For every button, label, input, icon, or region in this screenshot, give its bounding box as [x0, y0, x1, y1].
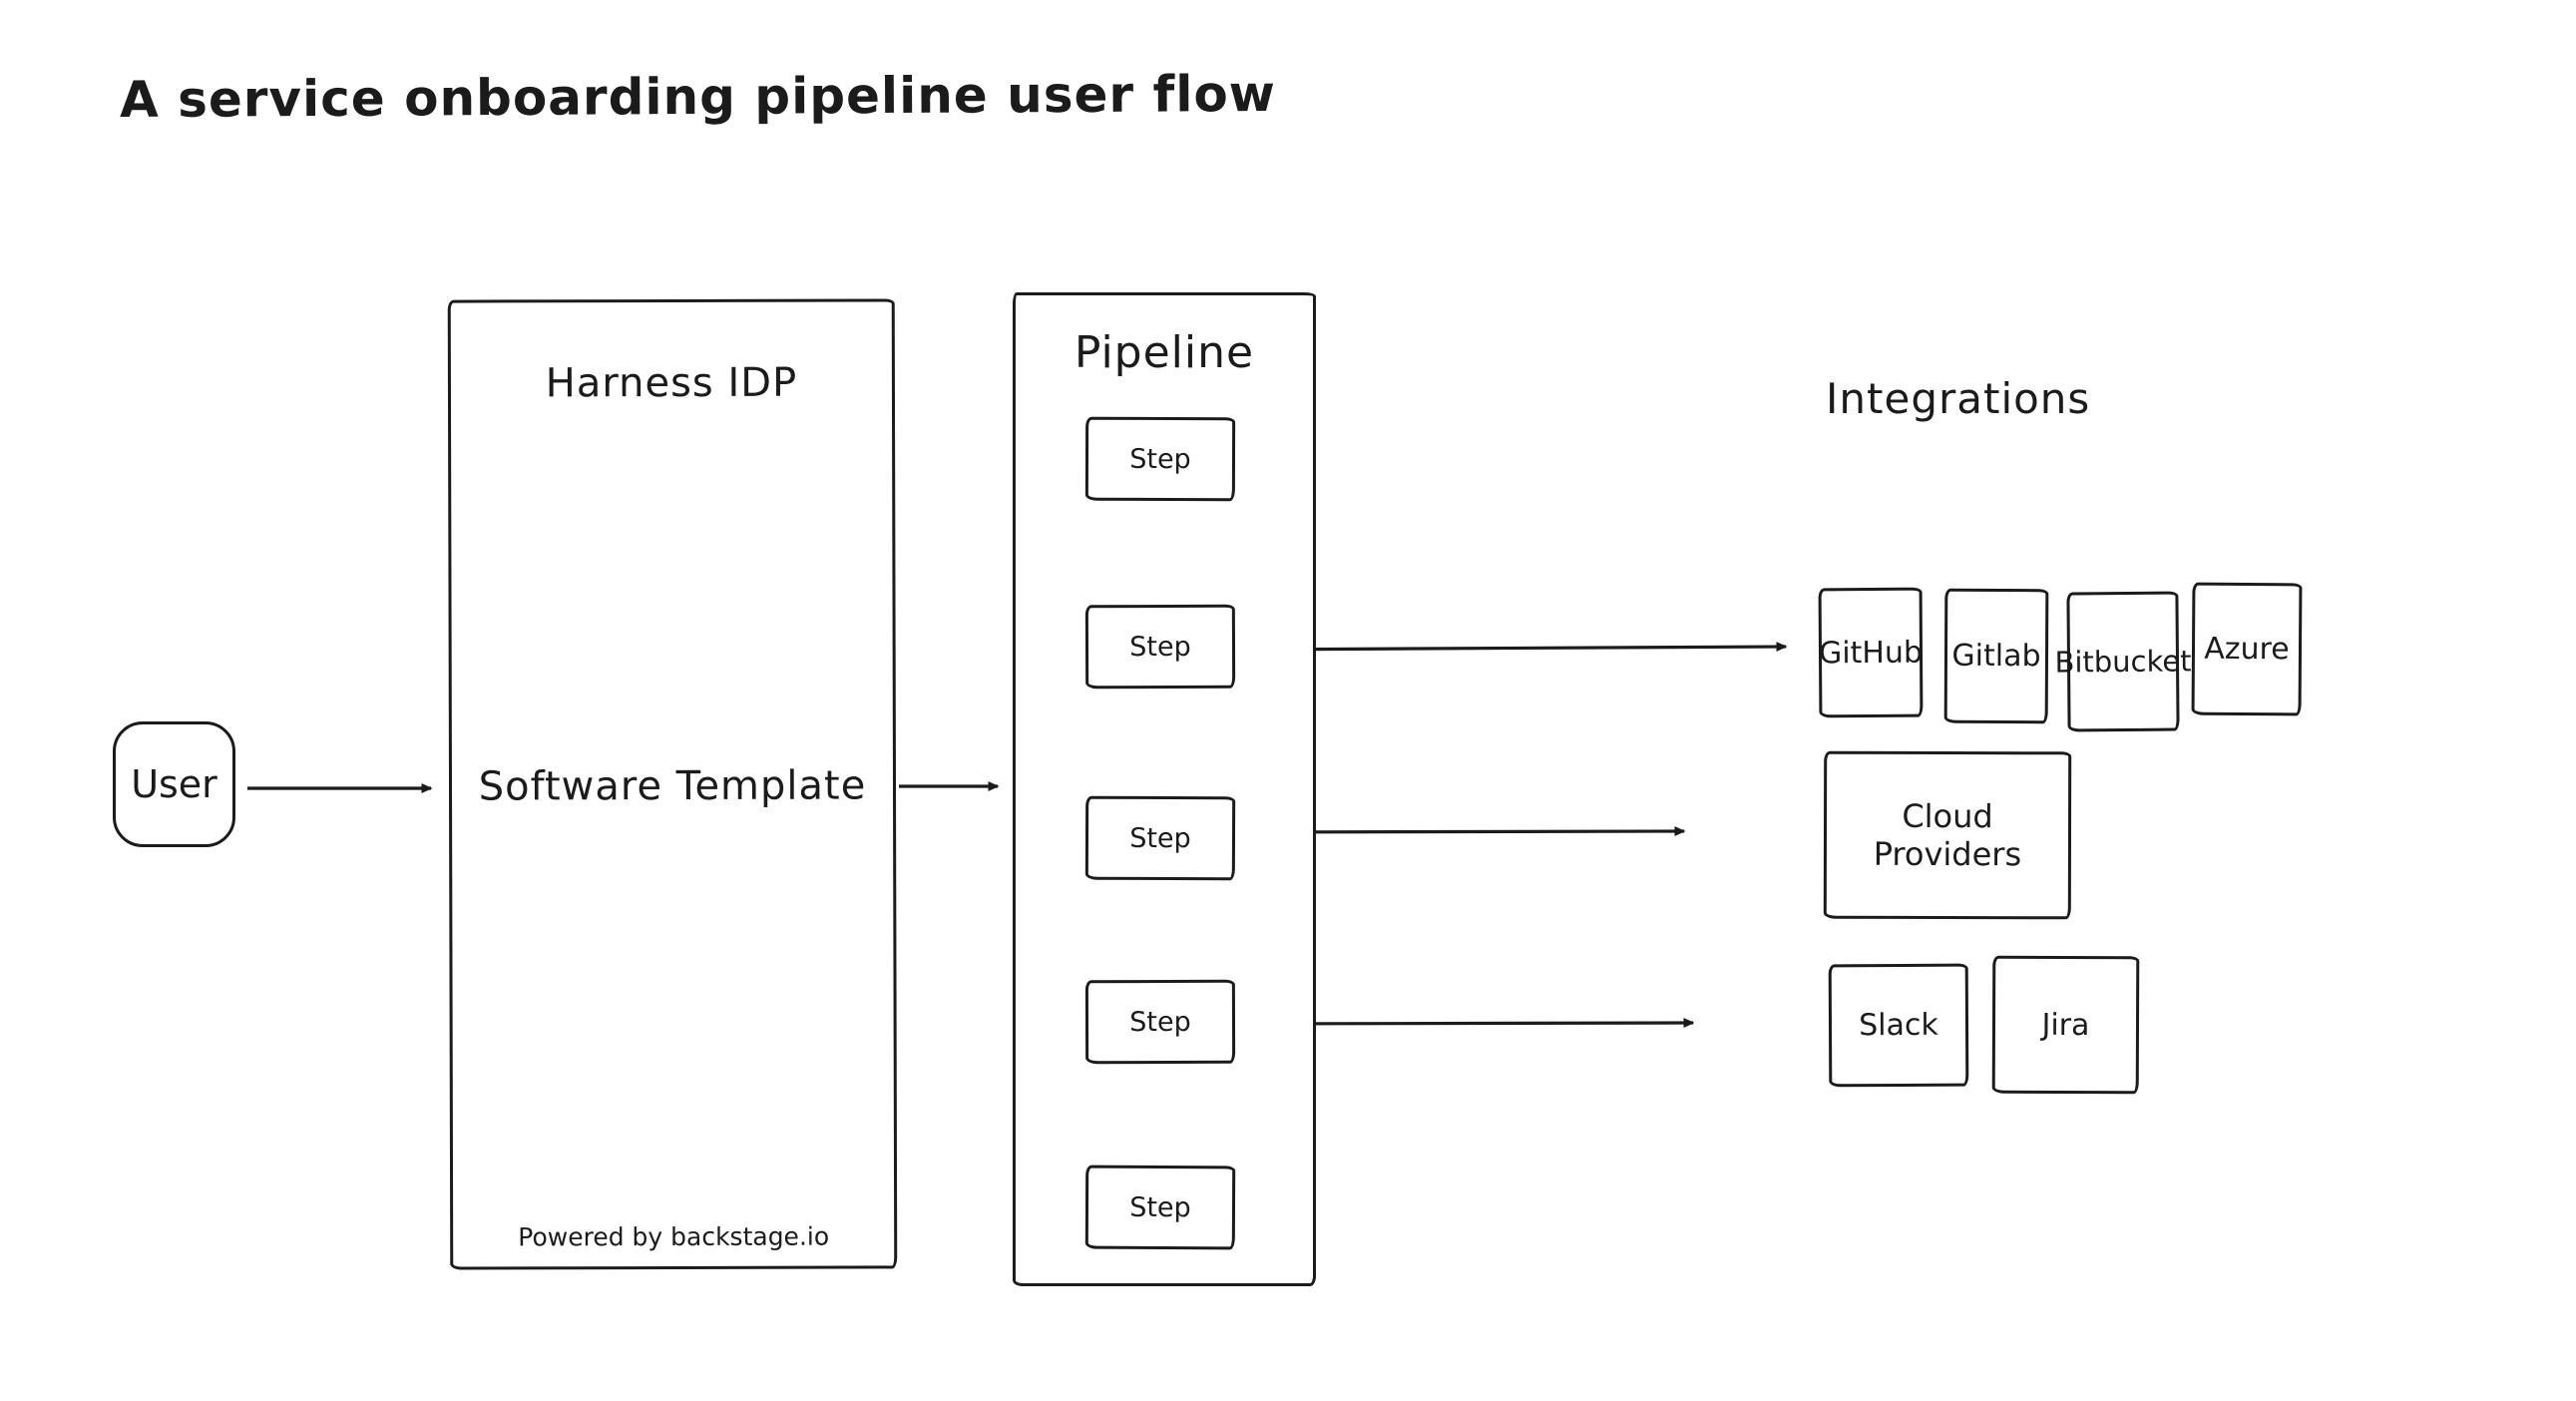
node-user-label: User [131, 762, 217, 806]
integration-slack-label: Slack [1859, 1007, 1938, 1044]
pipeline-step-4: Step [1084, 979, 1236, 1065]
pipeline-step-3: Step [1084, 795, 1236, 881]
pipeline-step-3-label: Step [1129, 822, 1191, 854]
integration-bitbucket: Bitbucket [2054, 591, 2192, 732]
pipeline-step-2: Step [1084, 604, 1236, 690]
integration-jira: Jira [1991, 955, 2140, 1095]
integration-slack: Slack [1828, 963, 1969, 1088]
integration-github-label: GitHub [1818, 635, 1924, 671]
diagram-title: A service onboarding pipeline user flow [119, 64, 1277, 130]
arrow-step2-to-git-row [1237, 642, 1788, 653]
integration-azure: Azure [2191, 582, 2303, 716]
software-template-label: Software Template [478, 762, 867, 810]
pipeline-step-1-label: Step [1129, 443, 1191, 475]
integration-gitlab: Gitlab [1943, 588, 2049, 724]
integration-azure-label: Azure [2204, 631, 2290, 668]
integration-cloud-providers: Cloud Providers [1823, 750, 2072, 920]
node-user: User [113, 721, 235, 847]
integration-bitbucket-label: Bitbucket [2054, 644, 2192, 680]
integration-jira-label: Jira [2041, 1007, 2090, 1043]
integration-gitlab-label: Gitlab [1951, 638, 2041, 675]
pipeline-step-5-label: Step [1129, 1191, 1191, 1223]
pipeline-step-2-label: Step [1129, 631, 1191, 663]
harness-idp-title: Harness IDP [545, 359, 798, 407]
pipeline-step-5: Step [1084, 1165, 1236, 1250]
node-harness-idp: Harness IDP Software Template Powered by… [447, 298, 898, 1270]
pipeline-step-4-label: Step [1129, 1006, 1191, 1038]
powered-by-label: Powered by backstage.io [518, 1221, 830, 1252]
pipeline-step-1: Step [1084, 416, 1236, 502]
integration-github: GitHub [1818, 587, 1924, 718]
pipeline-title: Pipeline [1073, 327, 1255, 378]
integrations-title: Integrations [1826, 374, 2091, 423]
integration-cloud-providers-label: Cloud Providers [1873, 796, 2022, 874]
